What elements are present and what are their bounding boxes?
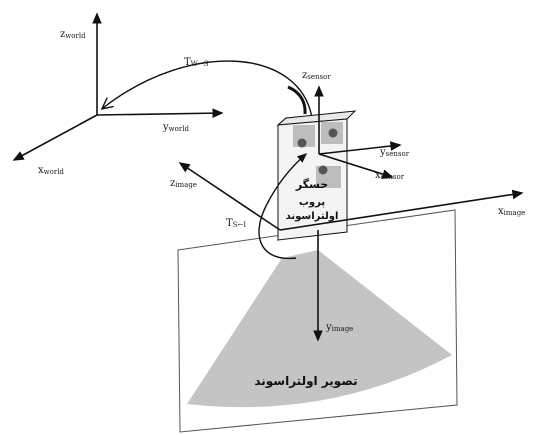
image-z-label: zimage (170, 178, 197, 189)
image-frame (178, 162, 524, 342)
world-x-axis (12, 114, 98, 161)
sensor-label: حسگر (295, 178, 328, 191)
ultrasound-probe: حسگر پروب اولتراسوند (276, 110, 357, 242)
image-caption: تصویر اولتراسوند (254, 374, 357, 389)
sensor-x-axis (318, 153, 394, 179)
rotation-indicator (287, 85, 307, 115)
sensor-frame (314, 85, 402, 179)
sensor-dot (328, 128, 338, 138)
sensor-y-label: ysensor (379, 147, 410, 158)
image-x-label: ximage (498, 206, 525, 217)
transform-sensor-image-arrow (258, 153, 308, 260)
image-z-axis (178, 162, 281, 231)
transform-world-sensor-label: TW←S (184, 57, 209, 68)
sensor-x-label: xsensor (375, 170, 405, 181)
world-z-label: zworld (60, 29, 86, 40)
sensor-dot (297, 138, 307, 148)
transform-sensor-image-label: TS←I (226, 218, 246, 229)
image-x-axis (279, 189, 524, 231)
probe-front-face (277, 118, 348, 241)
world-y-axis (96, 108, 224, 118)
image-y-label: yimage (325, 322, 353, 333)
probe-label-line1: پروب (299, 197, 325, 208)
sensor-z-label: zsensor (302, 70, 331, 81)
probe-label-line2: اولتراسوند (286, 211, 339, 222)
world-y-label: yworld (162, 122, 189, 133)
ultrasound-fan (187, 250, 452, 408)
transform-world-sensor-arrow (103, 60, 313, 119)
sensor-y-axis (318, 141, 402, 155)
world-frame (12, 12, 224, 161)
world-x-label: xworld (38, 165, 64, 176)
sensor-dot (318, 165, 328, 175)
